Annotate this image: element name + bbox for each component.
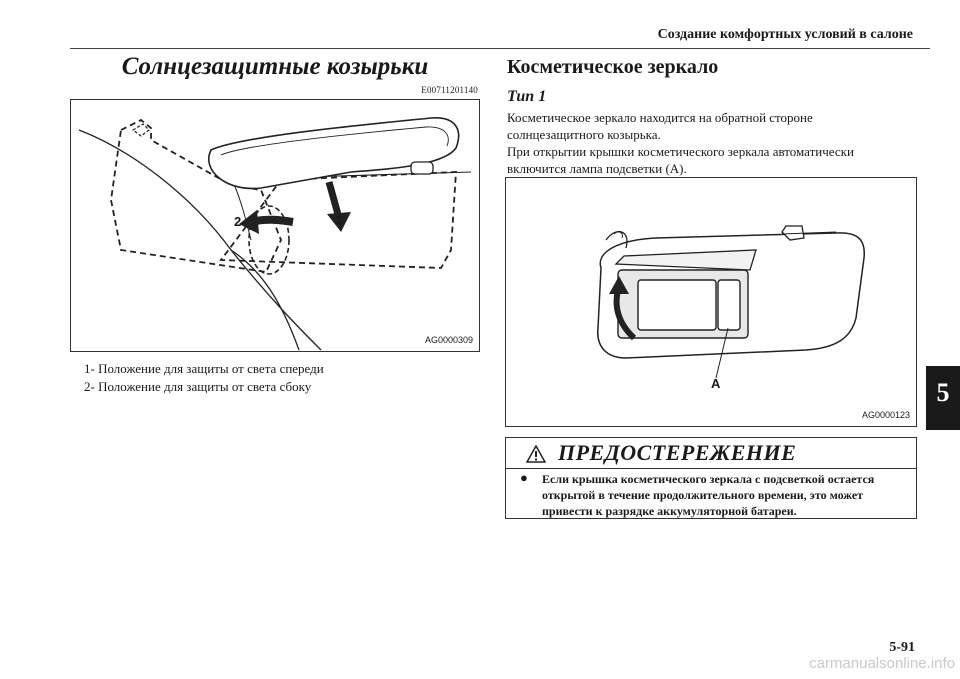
warning-body: ● Если крышка косметического зеркала с п… bbox=[520, 470, 906, 519]
subtitle-type: Тип 1 bbox=[507, 88, 547, 105]
figure-legend: 1- Положение для защиты от света спереди… bbox=[84, 360, 474, 396]
vanity-mirror-figure: A AG0000123 bbox=[505, 177, 917, 427]
figure-code: AG0000123 bbox=[861, 410, 910, 420]
sun-visor-illustration bbox=[78, 117, 472, 351]
section-tab-number: 5 bbox=[936, 378, 950, 407]
paragraph: Косметическое зеркало находится на обрат… bbox=[507, 110, 813, 142]
section-title-sun-visors: Солнцезащитные козырьки bbox=[121, 53, 429, 80]
paragraph: При открытии крышки косметического зерка… bbox=[507, 144, 854, 176]
legend-item: 1- Положение для защиты от света спереди bbox=[84, 361, 324, 376]
section-title-vanity-mirror: Косметическое зеркало bbox=[507, 56, 719, 78]
sun-visor-figure: 2 1 AG0000309 bbox=[70, 99, 480, 352]
page-number: 5-91 bbox=[889, 640, 915, 655]
document-code: E00711201140 bbox=[421, 85, 478, 95]
description: Косметическое зеркало находится на обрат… bbox=[507, 105, 912, 177]
callout-1: 1 bbox=[335, 212, 343, 227]
running-header: Создание комфортных условий в салоне bbox=[657, 27, 913, 42]
bullet: ● bbox=[520, 470, 528, 485]
warning-title: ПРЕДОСТЕРЕЖЕНИЕ bbox=[558, 440, 797, 465]
callout-a: A bbox=[711, 376, 721, 391]
warning-header: ПРЕДОСТЕРЕЖЕНИЕ bbox=[506, 438, 916, 469]
callout-2: 2 bbox=[234, 214, 242, 229]
warning-box: ПРЕДОСТЕРЕЖЕНИЕ ● Если крышка косметичес… bbox=[505, 437, 917, 519]
watermark: carmanualsonline.info bbox=[809, 655, 955, 672]
header-rule bbox=[70, 48, 930, 49]
section-tab: 5 bbox=[926, 366, 960, 430]
legend-item: 2- Положение для защиты от света сбоку bbox=[84, 379, 312, 394]
figure-code: AG0000309 bbox=[424, 335, 473, 345]
warning-text: Если крышка косметического зеркала с под… bbox=[542, 472, 875, 518]
warning-triangle-icon bbox=[526, 445, 546, 463]
vanity-mirror-illustration bbox=[597, 225, 865, 379]
